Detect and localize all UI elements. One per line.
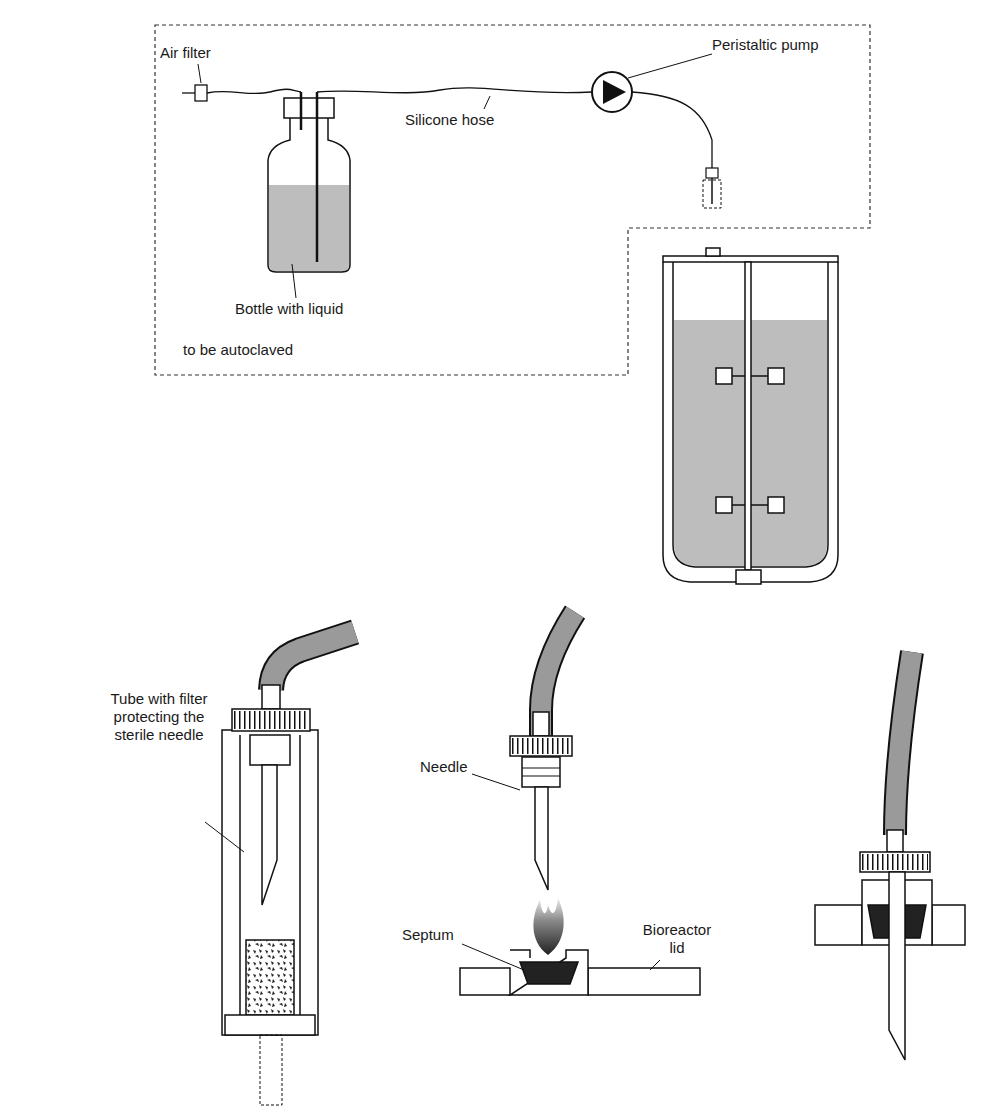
protected-needle <box>222 632 355 1105</box>
part-label-text: Tube with filter protecting the sterile … <box>111 690 208 743</box>
part-label: Septum <box>402 926 454 944</box>
part-label: Air filter <box>160 44 211 62</box>
air-line <box>182 85 592 101</box>
part-label-text: Bioreactor lid <box>643 921 711 956</box>
peristaltic-pump-symbol <box>592 72 721 208</box>
part-label-text: Bottle with liquid <box>235 300 343 317</box>
part-label: Needle <box>420 758 468 776</box>
needle-in-lid <box>815 652 965 1060</box>
dashed-boundary <box>155 25 870 375</box>
autoclave-region: to be autoclaved <box>155 25 870 375</box>
part-label: Bioreactor lid <box>636 921 718 957</box>
part-label: Silicone hose <box>405 111 494 129</box>
part-label-text: Air filter <box>160 44 211 61</box>
leader-lines <box>198 54 712 970</box>
bioreactor-vessel <box>663 248 838 584</box>
part-label-text: Silicone hose <box>405 111 494 128</box>
part-label-text: Septum <box>402 926 454 943</box>
part-label: Bottle with liquid <box>235 300 343 318</box>
region-label: to be autoclaved <box>183 341 293 358</box>
part-label: Tube with filter protecting the sterile … <box>103 690 215 744</box>
part-label-text: Needle <box>420 758 468 775</box>
part-label: Peristaltic pump <box>712 36 819 54</box>
part-label-text: Peristaltic pump <box>712 36 819 53</box>
feed-bottle <box>268 92 350 272</box>
